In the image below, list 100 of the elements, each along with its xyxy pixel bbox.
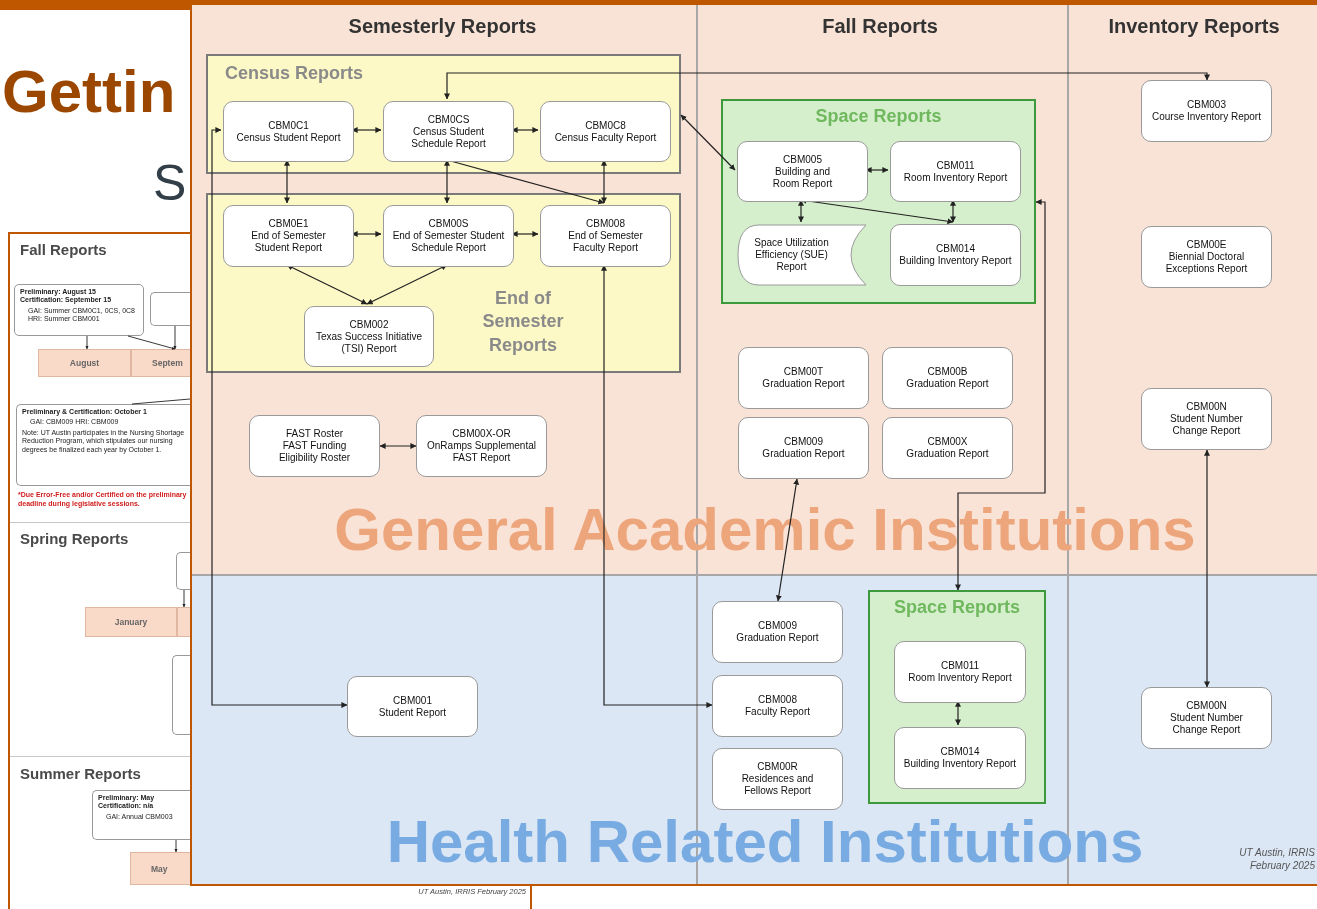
report-code: CBM009	[758, 620, 797, 632]
report-label: FAST Funding Eligibility Roster	[277, 440, 352, 464]
report-label: Room Inventory Report	[903, 171, 1008, 184]
month-bar	[38, 349, 131, 377]
report-code: CBM0C8	[585, 119, 626, 132]
report-code: CBM0E1	[268, 218, 309, 230]
report-label: Student Report	[378, 706, 447, 719]
report-label: Texas Success Initiative (TSI) Report	[314, 330, 424, 355]
report-label: End of Semester Student Report	[250, 230, 327, 254]
report-box	[383, 101, 514, 162]
report-label: Residences and Fellows Report	[740, 773, 815, 797]
month-bar	[85, 607, 177, 637]
month-label: Septem	[152, 358, 183, 368]
section-heading: Spring Reports	[20, 530, 130, 547]
report-code: CBM0CS	[427, 113, 470, 126]
report-box	[304, 306, 434, 367]
group-title: Space Reports	[892, 596, 1021, 619]
report-label: Biennial Doctoral Exceptions Report	[1164, 251, 1249, 275]
report-box	[249, 415, 380, 477]
arrow	[1204, 449, 1210, 688]
month-label: August	[69, 358, 100, 368]
report-box	[737, 141, 868, 202]
group-box	[206, 54, 681, 174]
report-code: CBM011	[936, 159, 975, 172]
report-code: CBM00N	[1186, 700, 1227, 712]
report-box	[738, 347, 869, 409]
report-code: CBM00T	[783, 366, 824, 378]
report-box	[416, 415, 547, 477]
arrow	[444, 72, 1210, 100]
group-box	[206, 193, 681, 373]
report-box	[890, 141, 1021, 202]
report-label: Census Student Schedule Report	[410, 125, 487, 150]
report-code: CBM008	[758, 694, 797, 706]
report-code: CBM00N	[1186, 401, 1227, 413]
report-box	[540, 101, 671, 162]
report-code: CBM009	[784, 436, 823, 448]
schedule-box	[16, 404, 190, 486]
report-box	[882, 417, 1013, 479]
group-box	[868, 590, 1046, 804]
footer-note: UT Austin, IRRIS February 2025	[1238, 846, 1315, 872]
report-label: Building and Room Report	[771, 165, 834, 190]
report-box	[223, 205, 354, 267]
report-box	[383, 205, 514, 267]
schedule-box	[14, 284, 144, 336]
report-label: OnRamps Supplemental FAST Report	[426, 440, 537, 464]
column-heading: Fall Reports	[821, 15, 939, 38]
note-box	[172, 655, 190, 735]
arrow	[680, 114, 736, 171]
report-label: Student Number Change Report	[1169, 413, 1244, 437]
column-heading: Semesterly Reports	[347, 15, 538, 38]
slide-subtitle: S	[153, 158, 188, 208]
report-code: CBM005	[783, 153, 822, 166]
report-label: Graduation Report	[762, 378, 845, 390]
report-code: CBM001	[393, 694, 432, 707]
group-title: Space Reports	[814, 105, 943, 128]
report-code: CBM008	[586, 218, 625, 230]
report-label: Census Faculty Report	[554, 131, 657, 144]
month-bar	[130, 852, 190, 885]
month-label: January	[114, 617, 148, 627]
report-box	[540, 205, 671, 267]
report-label: Census Student Report	[236, 131, 341, 144]
report-label: Space Utilization Efficiency (SUE) Report	[753, 237, 830, 273]
column-heading: Inventory Reports	[1107, 15, 1281, 38]
arrow	[955, 199, 1046, 591]
report-label: End of Semester Faculty Report	[567, 230, 644, 254]
report-label: End of Semester Student Schedule Report	[391, 230, 506, 254]
section-heading: Summer Reports	[20, 765, 142, 782]
group-box	[721, 99, 1036, 304]
report-box	[882, 347, 1013, 409]
report-box	[1141, 80, 1272, 142]
report-box	[712, 675, 843, 737]
report-code: CBM011	[940, 660, 980, 672]
report-code: CBM003	[1187, 99, 1226, 111]
report-code: CBM00X	[927, 436, 968, 448]
report-box	[1141, 388, 1272, 450]
report-box	[1141, 226, 1272, 288]
slide-title: Gettin	[2, 62, 177, 122]
report-label: Graduation Report	[762, 448, 845, 460]
group-title: Census Reports	[225, 62, 364, 85]
report-code: CBM00X-OR	[452, 428, 511, 440]
note-box	[176, 552, 190, 590]
report-code: CBM00R	[757, 761, 798, 773]
report-code: CBM0C1	[268, 119, 309, 132]
section-heading: Fall Reports	[20, 241, 108, 258]
report-box	[712, 748, 843, 810]
report-label: Building Inventory Report	[899, 255, 1012, 267]
report-code: CBM00B	[927, 366, 968, 378]
report-box	[347, 676, 478, 737]
report-code: CBM014	[940, 746, 980, 758]
stored-data-shape	[737, 224, 868, 286]
report-label: Graduation Report	[736, 632, 819, 644]
report-box	[894, 641, 1026, 703]
report-label: Graduation Report	[906, 448, 989, 460]
report-box	[1141, 687, 1272, 749]
report-box	[890, 224, 1021, 286]
report-box	[223, 101, 354, 162]
report-code: CBM00S	[428, 218, 469, 230]
report-code: FAST Roster	[285, 428, 344, 440]
report-label: Building Inventory Report	[903, 758, 1017, 770]
report-code: CBM014	[936, 243, 975, 255]
